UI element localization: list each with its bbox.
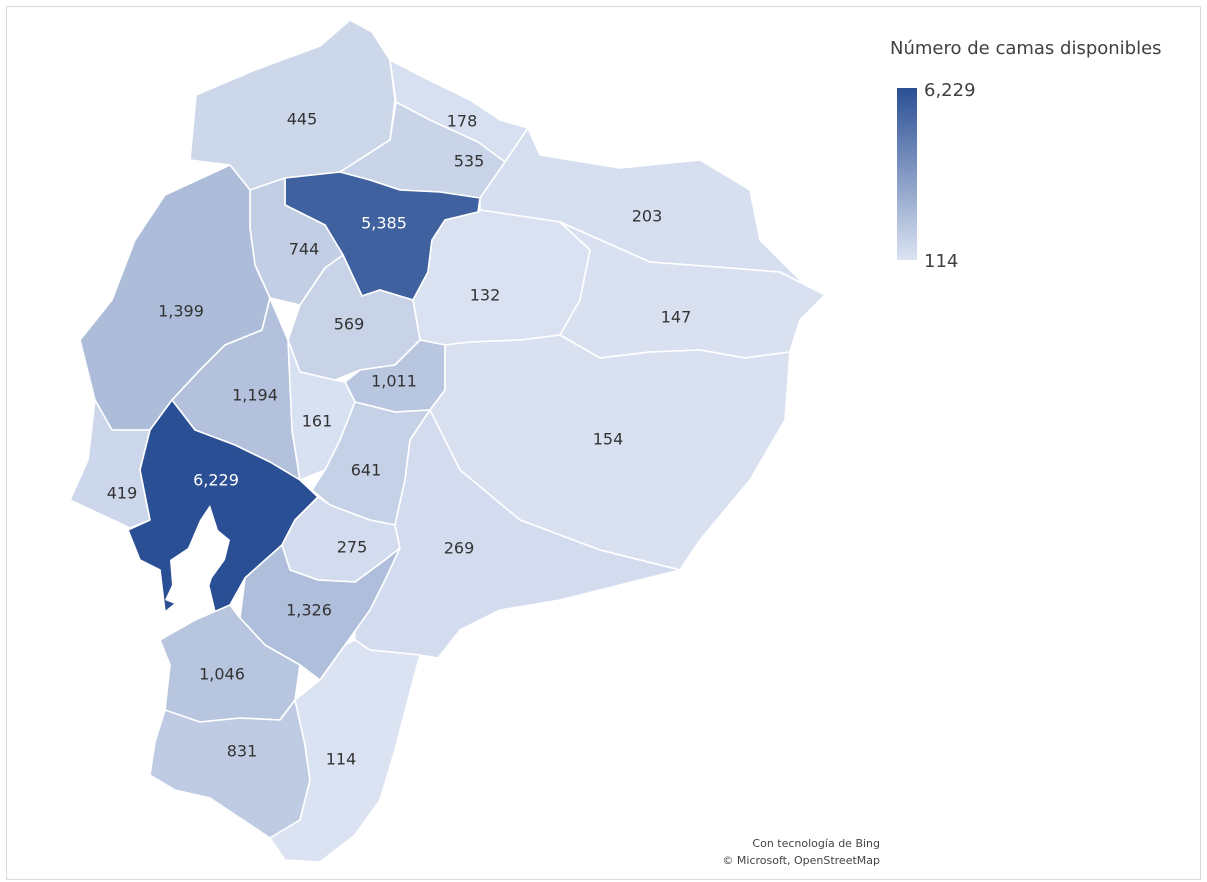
value-label-chimborazo: 641 — [351, 461, 382, 480]
value-label-el-oro: 1,046 — [199, 665, 245, 684]
map-credit: Con tecnología de Bing © Microsoft, Open… — [560, 835, 880, 869]
value-label-los-rios: 1,194 — [232, 386, 278, 405]
value-label-carchi: 178 — [447, 112, 478, 131]
province-loja[interactable] — [149, 699, 311, 839]
credit-line-2: © Microsoft, OpenStreetMap — [722, 854, 880, 867]
value-label-santo-domingo: 744 — [289, 240, 320, 259]
value-label-napo: 132 — [470, 286, 501, 305]
legend-color-scale — [897, 88, 917, 260]
value-label-cotopaxi: 569 — [334, 315, 365, 334]
province-morona-santiago[interactable] — [354, 409, 681, 659]
value-label-sucumbios: 203 — [632, 207, 663, 226]
value-label-bolivar: 161 — [302, 412, 333, 431]
province-zamora-chinchipe[interactable] — [269, 639, 421, 863]
value-label-manabi: 1,399 — [158, 302, 204, 321]
value-label-canar: 275 — [337, 538, 368, 557]
value-label-esmeraldas: 445 — [287, 110, 318, 129]
legend-max-label: 6,229 — [924, 80, 976, 101]
value-label-loja: 831 — [227, 742, 258, 761]
value-label-guayas: 6,229 — [193, 471, 239, 490]
credit-line-1: Con tecnología de Bing — [752, 837, 880, 850]
value-label-azuay: 1,326 — [286, 601, 332, 620]
value-label-pastaza: 154 — [593, 430, 624, 449]
province-napo[interactable] — [412, 209, 591, 346]
legend-title: Número de camas disponibles — [890, 38, 1162, 59]
value-label-santa-elena: 419 — [107, 484, 138, 503]
gulf-water-shape — [165, 505, 230, 606]
value-label-tungurahua: 1,011 — [371, 372, 417, 391]
value-label-pichincha: 5,385 — [361, 214, 407, 233]
value-label-zamora-chinchipe: 114 — [326, 750, 357, 769]
value-label-orellana: 147 — [661, 308, 692, 327]
legend-min-label: 114 — [924, 251, 959, 272]
value-label-imbabura: 535 — [454, 152, 485, 171]
value-label-morona-santiago: 269 — [444, 539, 475, 558]
